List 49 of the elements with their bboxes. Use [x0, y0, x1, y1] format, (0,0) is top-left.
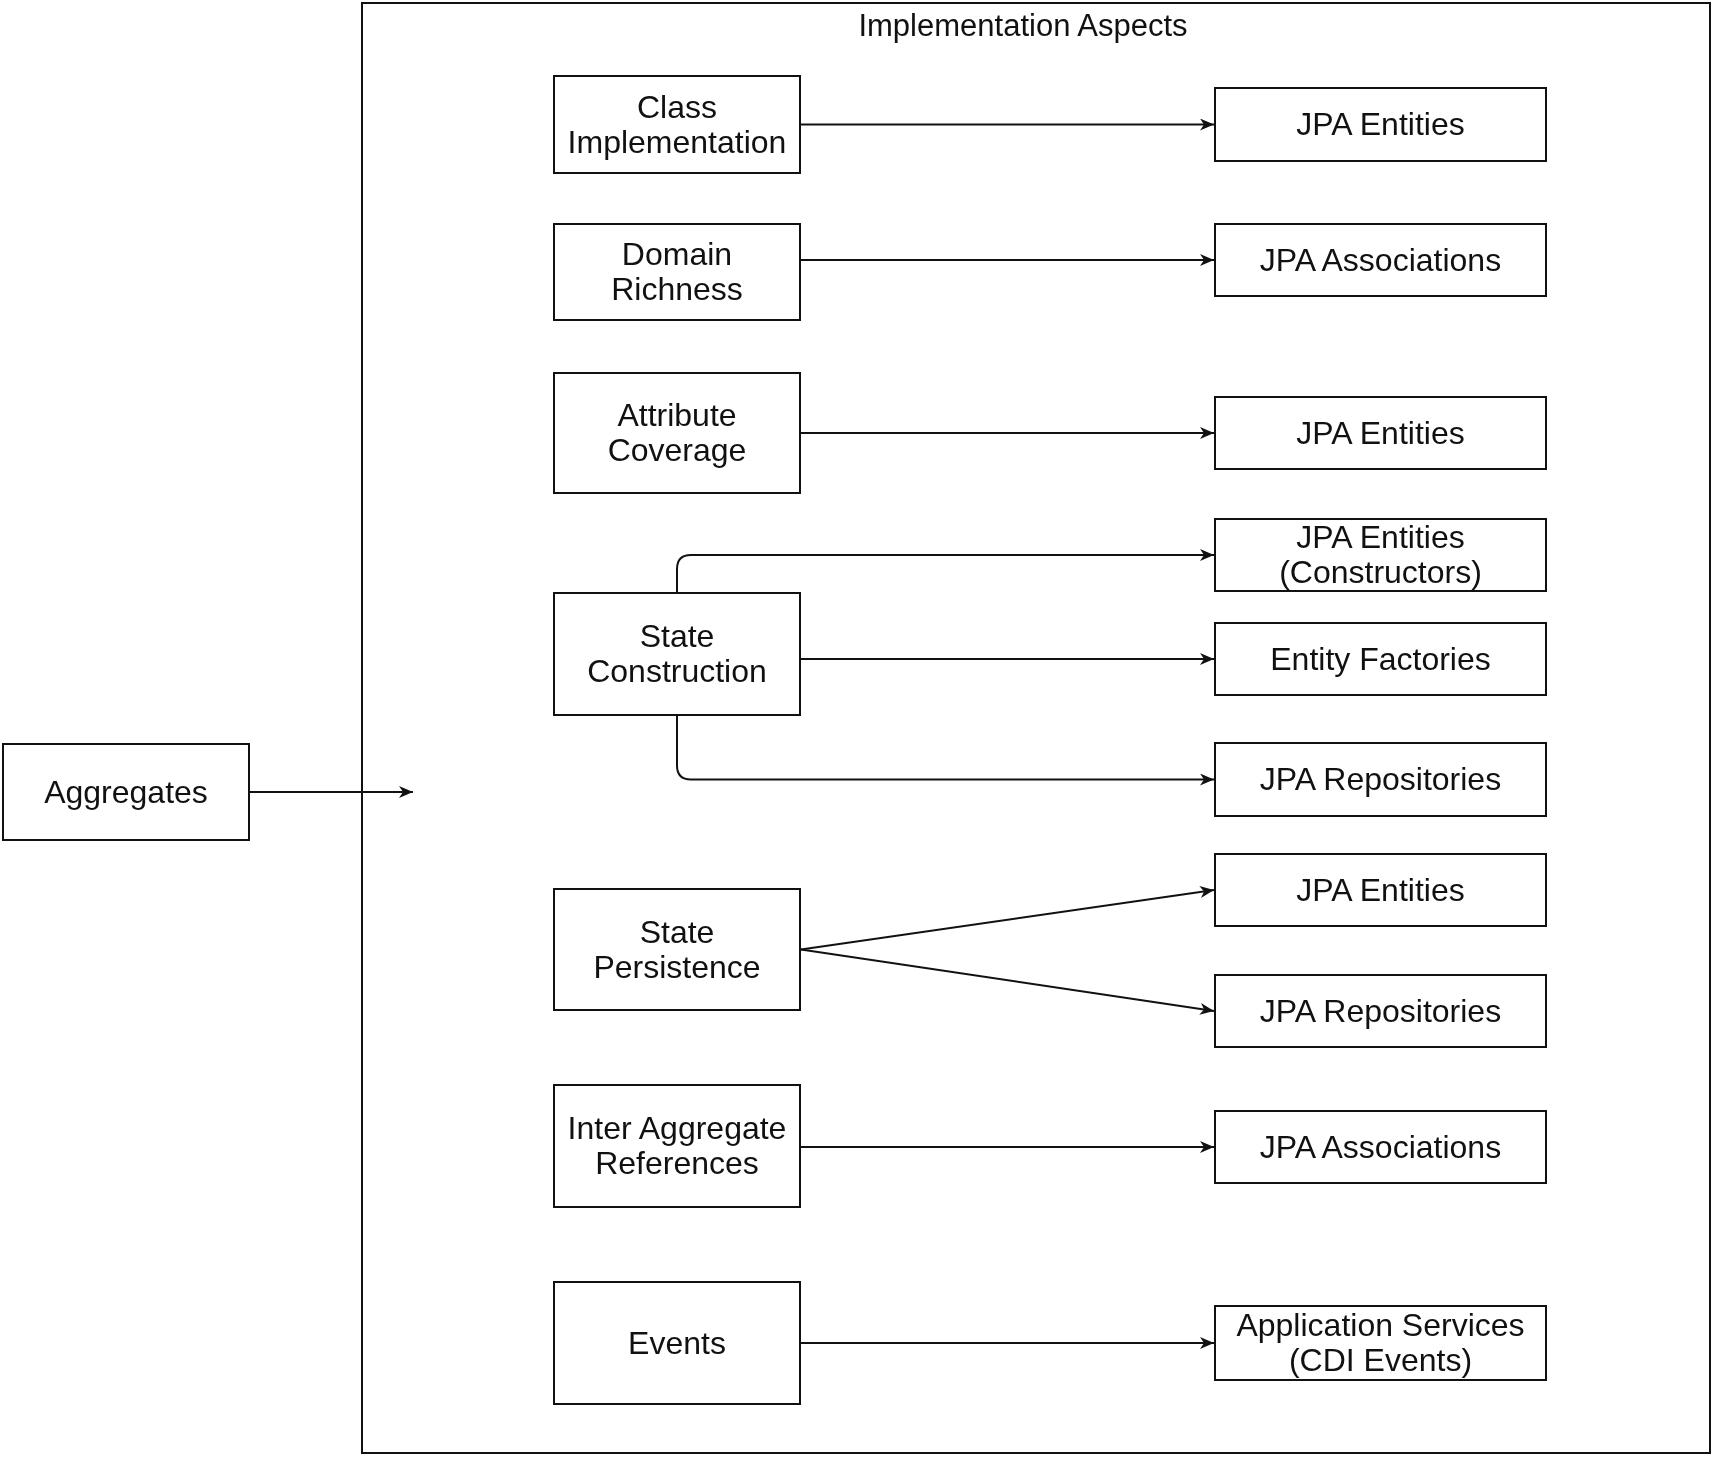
box-label: JPA Entities: [1296, 415, 1465, 451]
box-label: JPA Entities: [1296, 872, 1465, 908]
process-box: [1214, 974, 1547, 1048]
process-box: [553, 372, 801, 494]
box-label: JPA Entities (Constructors): [1278, 520, 1483, 590]
process-box: [1214, 1305, 1547, 1381]
arrow: [676, 715, 1215, 786]
box-label: Events: [628, 1325, 726, 1361]
box-label: Application Services (CDI Events): [1235, 1308, 1526, 1378]
box-label: Class Implementation: [567, 89, 787, 160]
arrow: [800, 118, 1215, 131]
group-title: Implementation Aspects: [858, 8, 1188, 44]
process-box: [1214, 1110, 1547, 1184]
box-label: State Construction: [586, 619, 768, 689]
box-label: JPA Repositories: [1259, 993, 1502, 1029]
process-box: [1214, 396, 1547, 470]
box-label: JPA Associations: [1259, 1129, 1502, 1165]
process-box: [553, 1084, 801, 1208]
arrow: [800, 427, 1215, 439]
process-box: [1214, 87, 1547, 162]
box-label: JPA Associations: [1259, 242, 1502, 278]
process-box: [2, 743, 250, 841]
arrow: [800, 948, 1215, 1015]
box-label: JPA Entities: [1296, 107, 1465, 142]
arrow: [800, 653, 1215, 665]
process-box: [1214, 853, 1547, 927]
box-label: Inter Aggregate References: [567, 1111, 787, 1181]
process-box: [1214, 223, 1547, 297]
arrow: [800, 254, 1215, 266]
process-box: [553, 1281, 801, 1405]
box-label: Aggregates: [44, 774, 208, 810]
box-label: State Persistence: [592, 914, 762, 985]
arrow: [800, 1337, 1215, 1349]
process-box: [553, 223, 801, 321]
arrow: [249, 786, 414, 798]
arrow: [676, 549, 1215, 593]
arrow: [800, 1141, 1215, 1153]
process-box: [1214, 622, 1547, 696]
box-label: Domain Richness: [610, 237, 744, 307]
box-label: JPA Repositories: [1259, 762, 1502, 797]
process-box: [1214, 742, 1547, 817]
box-label: Attribute Coverage: [606, 398, 748, 468]
group-frame: [361, 2, 1711, 1454]
process-box: [553, 592, 801, 716]
process-box: [1214, 518, 1547, 592]
process-box: [553, 75, 801, 174]
arrow: [800, 886, 1215, 951]
process-box: [553, 888, 801, 1011]
box-label: Entity Factories: [1270, 641, 1491, 677]
